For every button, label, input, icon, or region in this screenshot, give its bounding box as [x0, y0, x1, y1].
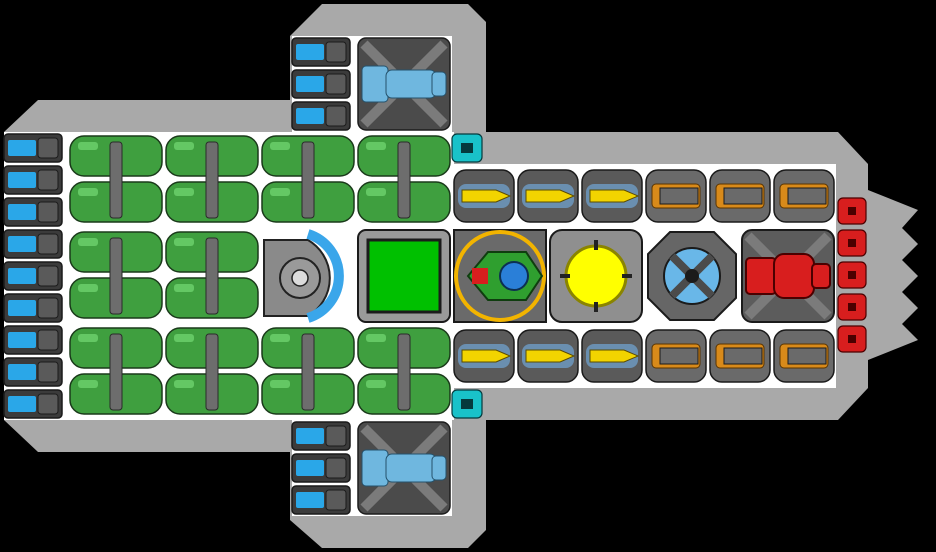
fuel-tank-4[interactable]	[357, 135, 451, 223]
fuel-tank-7[interactable]	[69, 327, 163, 415]
cannon-2[interactable]	[709, 169, 771, 223]
gun-6[interactable]	[581, 329, 643, 383]
thruster-12[interactable]	[291, 101, 351, 131]
cannon-6[interactable]	[773, 329, 835, 383]
thruster-9[interactable]	[3, 389, 63, 419]
cannon-4[interactable]	[645, 329, 707, 383]
rcs-thruster-bottom[interactable]	[357, 421, 451, 515]
gun-group	[453, 169, 643, 383]
heavy-turret[interactable]	[741, 229, 835, 323]
cockpit[interactable]	[260, 228, 356, 324]
cannon-group	[645, 169, 835, 383]
armor-group	[837, 197, 867, 353]
thruster-4[interactable]	[3, 229, 63, 259]
gun-2[interactable]	[517, 169, 579, 223]
fuel-tank-5[interactable]	[69, 231, 163, 319]
thruster-group	[3, 37, 351, 515]
thruster-3[interactable]	[3, 197, 63, 227]
fuel-tank-1[interactable]	[69, 135, 163, 223]
thruster-1[interactable]	[3, 133, 63, 163]
armor-block-5[interactable]	[837, 325, 867, 353]
armor-block-2[interactable]	[837, 229, 867, 257]
fuel-tank-10[interactable]	[357, 327, 451, 415]
fuel-tank-3[interactable]	[261, 135, 355, 223]
thruster-15[interactable]	[291, 485, 351, 515]
gun-3[interactable]	[581, 169, 643, 223]
shield-generator[interactable]	[453, 229, 547, 323]
reactor[interactable]	[549, 229, 643, 323]
thruster-11[interactable]	[291, 69, 351, 99]
thruster-5[interactable]	[3, 261, 63, 291]
thruster-7[interactable]	[3, 325, 63, 355]
thruster-10[interactable]	[291, 37, 351, 67]
gun-4[interactable]	[453, 329, 515, 383]
rcs-thruster-top[interactable]	[357, 37, 451, 131]
armor-block-4[interactable]	[837, 293, 867, 321]
cannon-5[interactable]	[709, 329, 771, 383]
armor-block-3[interactable]	[837, 261, 867, 289]
thruster-13[interactable]	[291, 421, 351, 451]
cannon-3[interactable]	[773, 169, 835, 223]
sensor-top[interactable]	[451, 133, 483, 163]
thruster-6[interactable]	[3, 293, 63, 323]
gun-5[interactable]	[517, 329, 579, 383]
thruster-2[interactable]	[3, 165, 63, 195]
thruster-14[interactable]	[291, 453, 351, 483]
command-module[interactable]	[357, 229, 451, 323]
gyroscope[interactable]	[647, 231, 737, 321]
fuel-tank-group	[69, 135, 451, 415]
sensor-bottom[interactable]	[451, 389, 483, 419]
fuel-tank-6[interactable]	[165, 231, 259, 319]
cannon-1[interactable]	[645, 169, 707, 223]
fuel-tank-9[interactable]	[261, 327, 355, 415]
thruster-8[interactable]	[3, 357, 63, 387]
gun-1[interactable]	[453, 169, 515, 223]
armor-block-1[interactable]	[837, 197, 867, 225]
fuel-tank-8[interactable]	[165, 327, 259, 415]
fuel-tank-2[interactable]	[165, 135, 259, 223]
